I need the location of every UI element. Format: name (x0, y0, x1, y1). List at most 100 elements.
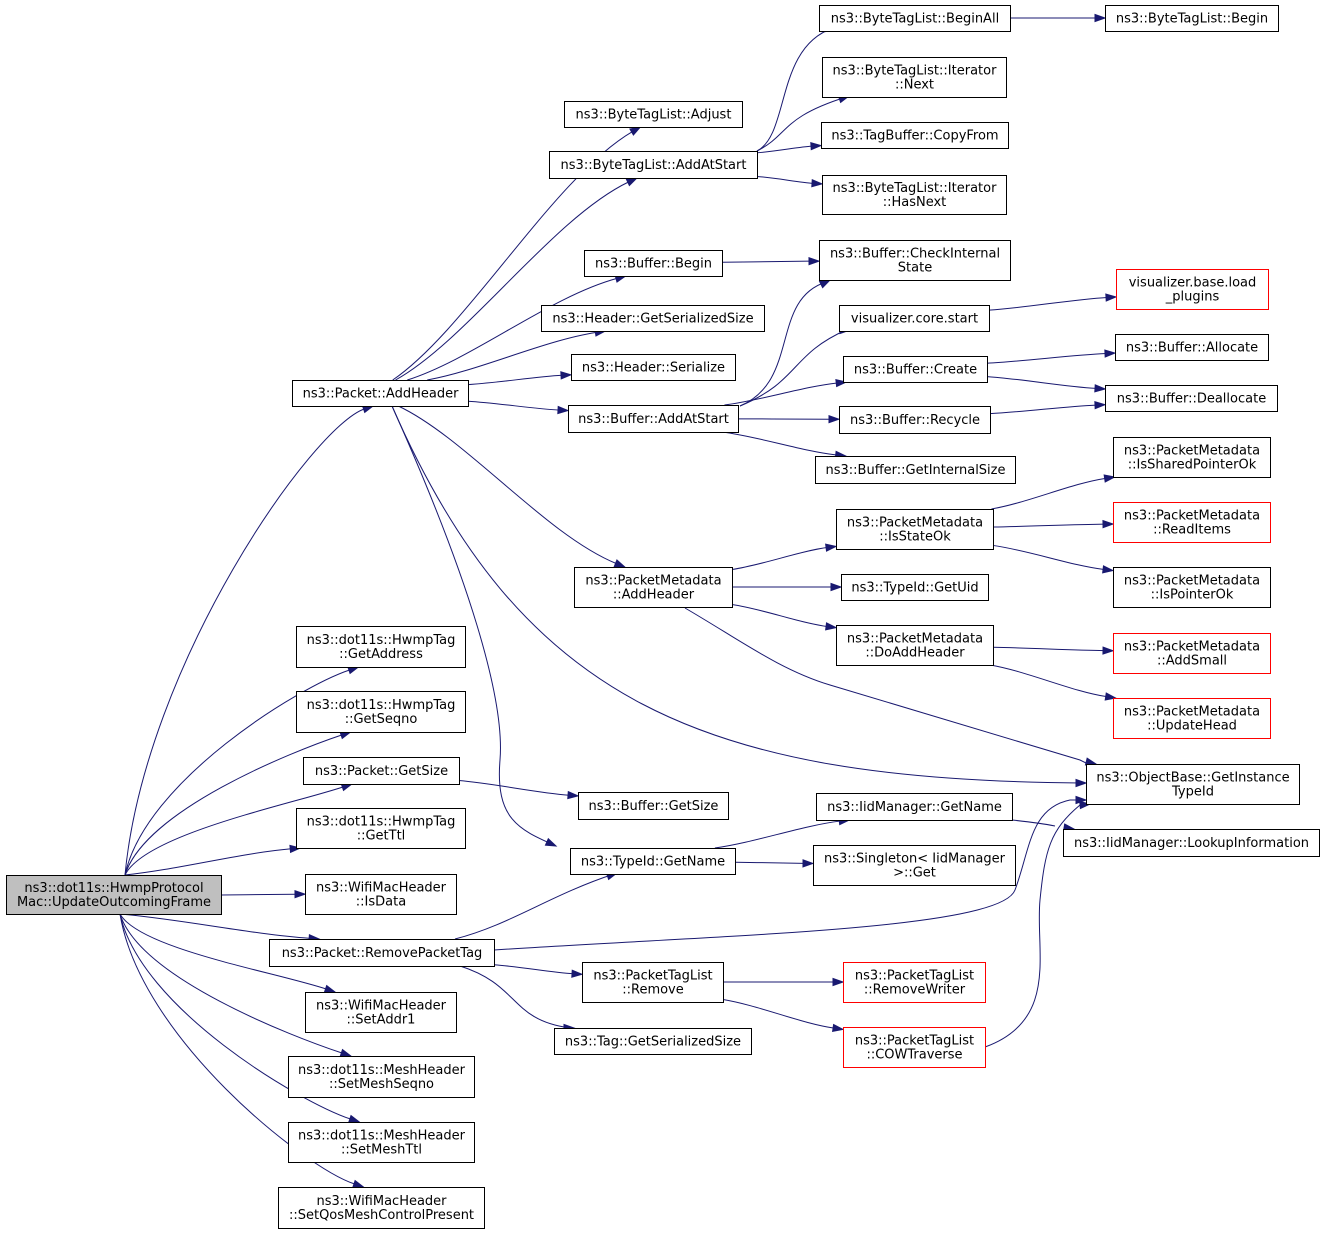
node-tagbuf-copyfrom[interactable]: ns3::TagBuffer::CopyFrom (821, 122, 1009, 149)
node-label-line: ns3::Buffer::Begin (595, 257, 712, 272)
node-btl-it-next[interactable]: ns3::ByteTagList::Iterator::Next (822, 57, 1007, 98)
node-label-line: >::Get (893, 866, 936, 881)
node-box (541, 305, 765, 332)
edge-pm-addheader-to-ob-getinstancetypeid (684, 607, 1089, 765)
node-buf-recycle[interactable]: ns3::Buffer::Recycle (839, 406, 991, 434)
node-wmh-setqosmesh[interactable]: ns3::WifiMacHeader::SetQosMeshControlPre… (278, 1187, 485, 1229)
node-box (843, 962, 986, 1003)
node-buf-getinternalsize[interactable]: ns3::Buffer::GetInternalSize (815, 456, 1016, 484)
edge-pm-isstateok-to-pm-issharedptrok (991, 477, 1106, 510)
edge-pm-addheader-to-typeid-getuid-arrowhead (830, 582, 843, 592)
node-pm-issharedptrok[interactable]: ns3::PacketMetadata::IsSharedPointerOk (1113, 437, 1271, 478)
edge-pm-doaddheader-to-pm-addsmall-arrowhead (1102, 646, 1115, 655)
node-label-line: ns3::dot11s::MeshHeader (298, 1063, 466, 1078)
edge-root-to-wmh-setqosmesh-arrowhead (352, 1179, 365, 1188)
node-hwmptag-getseqno[interactable]: ns3::dot11s::HwmpTag::GetSeqno (296, 691, 466, 733)
node-pm-addheader[interactable]: ns3::PacketMetadata::AddHeader (574, 567, 733, 608)
node-buf-deallocate[interactable]: ns3::Buffer::Deallocate (1105, 385, 1278, 412)
edge-pkt-addheader-to-btl-addatstart-arrowhead (625, 177, 639, 187)
node-iid-getname[interactable]: ns3::IidManager::GetName (816, 793, 1013, 821)
node-label-line: ::IsSharedPointerOk (1128, 458, 1257, 473)
node-hwmptag-getttl[interactable]: ns3::dot11s::HwmpTag::GetTtl (296, 808, 466, 849)
node-pm-ispointerok[interactable]: ns3::PacketMetadata::IsPointerOk (1113, 567, 1271, 608)
node-label-line: ns3::TypeId::GetUid (851, 581, 978, 596)
edge-typeid-getname-to-singleton-get (734, 861, 805, 864)
node-label-line: visualizer.base.load (1129, 276, 1257, 291)
edge-buf-create-to-buf-deallocate (986, 376, 1097, 389)
node-ptl-cowtraverse[interactable]: ns3::PacketTagList::COWTraverse (843, 1027, 986, 1068)
node-label-line: ns3::Buffer::Allocate (1126, 341, 1258, 356)
node-btl-begin[interactable]: ns3::ByteTagList::Begin (1105, 5, 1279, 32)
edge-pm-isstateok-to-pm-issharedptrok-arrowhead (1103, 474, 1117, 483)
node-label-line: ns3::Singleton< IidManager (824, 852, 1006, 867)
edge-ptl-remove-to-ptl-cowtraverse (722, 999, 835, 1029)
node-btl-it-hasnext[interactable]: ns3::ByteTagList::Iterator::HasNext (822, 175, 1007, 215)
node-label-line: ns3::ByteTagList::AddAtStart (561, 158, 747, 173)
node-box (6, 875, 222, 915)
node-pm-readitems[interactable]: ns3::PacketMetadata::ReadItems (1113, 502, 1271, 543)
node-pkt-removepackettag[interactable]: ns3::Packet::RemovePacketTag (269, 939, 495, 967)
edge-pkt-removepackettag-to-ptl-remove (493, 964, 574, 975)
node-buf-allocate[interactable]: ns3::Buffer::Allocate (1115, 334, 1269, 361)
node-ptl-remove[interactable]: ns3::PacketTagList::Remove (582, 962, 724, 1003)
edge-root-to-hwmptag-getseqno (124, 734, 343, 876)
edge-ptl-cowtraverse-to-ob-getinstancetypeid-arrowhead (1079, 800, 1092, 810)
node-box (278, 1187, 485, 1229)
node-btl-addatstart[interactable]: ns3::ByteTagList::AddAtStart (549, 151, 758, 179)
node-buf-create[interactable]: ns3::Buffer::Create (843, 356, 988, 383)
edge-pkt-addheader-to-pm-addheader-arrowhead (613, 559, 627, 568)
node-label-line: ns3::PacketTagList (855, 969, 974, 984)
node-box (839, 406, 991, 434)
node-box (292, 380, 469, 407)
node-buf-getsize[interactable]: ns3::Buffer::GetSize (578, 792, 729, 820)
edge-pkt-removepackettag-to-tag-getsersize (459, 965, 571, 1029)
node-pm-updatehead[interactable]: ns3::PacketMetadata::UpdateHead (1113, 698, 1271, 739)
node-vis-core-start[interactable]: visualizer.core.start (839, 305, 990, 332)
node-pkt-getsize[interactable]: ns3::Packet::GetSize (303, 757, 460, 785)
node-pm-isstateok[interactable]: ns3::PacketMetadata::IsStateOk (836, 509, 994, 550)
node-box (1113, 633, 1271, 674)
node-box (584, 250, 723, 277)
node-btl-adjust[interactable]: ns3::ByteTagList::Adjust (564, 101, 743, 128)
node-box (1086, 764, 1300, 805)
node-root[interactable]: ns3::dot11s::HwmpProtocolMac::UpdateOutc… (6, 875, 222, 915)
edge-vis-core-start-to-vis-load-plugins (988, 296, 1108, 311)
node-box (1063, 829, 1320, 857)
edge-btl-addatstart-to-tagbuf-copyfrom (756, 145, 813, 154)
node-label-line: ::SetQosMeshControlPresent (289, 1208, 474, 1223)
edge-pkt-addheader-to-typeid-getname-arrowhead (544, 837, 558, 847)
node-typeid-getname[interactable]: ns3::TypeId::GetName (570, 848, 736, 875)
edge-pm-addheader-to-ob-getinstancetypeid-arrowhead (1084, 757, 1098, 766)
node-label-line: ns3::PacketMetadata (1124, 640, 1260, 655)
node-singleton-get[interactable]: ns3::Singleton< IidManager>::Get (813, 845, 1016, 886)
node-buf-addatstart[interactable]: ns3::Buffer::AddAtStart (568, 405, 739, 433)
node-label-line: ::IsStateOk (879, 530, 951, 545)
node-pm-doaddheader[interactable]: ns3::PacketMetadata::DoAddHeader (836, 625, 994, 666)
node-hwmptag-getaddress[interactable]: ns3::dot11s::HwmpTag::GetAddress (296, 626, 466, 668)
node-buf-begin[interactable]: ns3::Buffer::Begin (584, 250, 723, 277)
node-iid-lookupinfo[interactable]: ns3::IidManager::LookupInformation (1063, 829, 1320, 857)
node-mesh-setttl[interactable]: ns3::dot11s::MeshHeader::SetMeshTtl (288, 1122, 475, 1163)
node-box (568, 405, 739, 433)
node-label-line: ns3::IidManager::LookupInformation (1074, 836, 1309, 851)
node-wmh-isdata[interactable]: ns3::WifiMacHeader::IsData (305, 874, 457, 915)
node-label-line: ns3::ObjectBase::GetInstance (1096, 771, 1289, 786)
node-pkt-addheader[interactable]: ns3::Packet::AddHeader (292, 380, 469, 407)
edge-btl-addatstart-to-btl-beginall (756, 27, 834, 152)
node-tag-getsersize[interactable]: ns3::Tag::GetSerializedSize (554, 1028, 752, 1055)
node-typeid-getuid[interactable]: ns3::TypeId::GetUid (841, 574, 989, 601)
edge-pm-doaddheader-to-pm-addsmall (992, 646, 1105, 652)
node-ptl-removewriter[interactable]: ns3::PacketTagList::RemoveWriter (843, 962, 986, 1003)
edge-pkt-addheader-to-btl-addatstart (395, 181, 629, 381)
node-wmh-setaddr1[interactable]: ns3::WifiMacHeader::SetAddr1 (305, 992, 457, 1033)
node-vis-load-plugins[interactable]: visualizer.base.load_plugins (1116, 269, 1269, 310)
node-box (305, 992, 457, 1033)
node-hdr-serialize[interactable]: ns3::Header::Serialize (571, 354, 736, 381)
node-mesh-setseqno[interactable]: ns3::dot11s::MeshHeader::SetMeshSeqno (288, 1056, 475, 1098)
node-btl-beginall[interactable]: ns3::ByteTagList::BeginAll (819, 5, 1011, 32)
node-pm-addsmall[interactable]: ns3::PacketMetadata::AddSmall (1113, 633, 1271, 674)
node-hdr-getsersize[interactable]: ns3::Header::GetSerializedSize (541, 305, 765, 332)
node-label-line: ns3::dot11s::HwmpTag (307, 698, 456, 713)
